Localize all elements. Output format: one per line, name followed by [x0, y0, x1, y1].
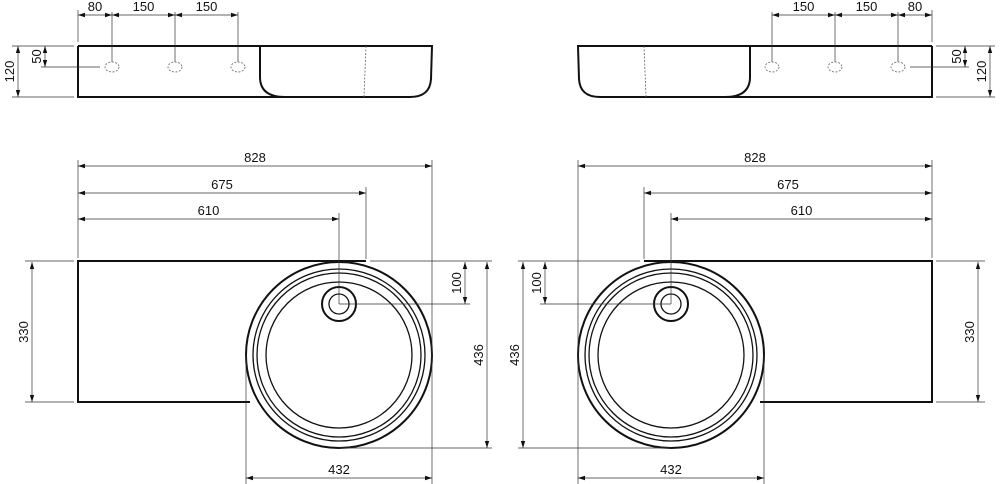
dimension-arrow: [112, 12, 119, 18]
plan-view-left: 828 675 610 330 100 436 432: [16, 150, 492, 484]
dimension-arrow: [542, 297, 548, 304]
dimension-arrow: [78, 12, 85, 18]
dimension-arrow: [925, 163, 932, 169]
dimension-arrow: [975, 395, 981, 402]
dimension-label: 330: [962, 321, 977, 343]
dimension-arrow: [925, 190, 932, 196]
dimension-arrow: [359, 190, 366, 196]
dimension-arrow: [78, 190, 85, 196]
tap-hole: [104, 61, 120, 73]
tap-hole: [230, 61, 246, 73]
dimension-label: 50: [949, 49, 964, 63]
dimension-arrow: [29, 395, 35, 402]
dimension-arrow: [987, 90, 993, 97]
dimension-arrow: [462, 262, 468, 269]
tap-hole: [890, 61, 906, 73]
dimension-label: 120: [2, 61, 17, 83]
dimension-arrow: [425, 475, 432, 481]
dimension-arrow: [898, 12, 905, 18]
dimension-label: 675: [211, 177, 233, 192]
dimension-arrow: [231, 12, 238, 18]
dimension-arrow: [925, 12, 932, 18]
dimension-arrow: [671, 216, 678, 222]
dimension-arrow: [42, 46, 48, 53]
dimension-label: 436: [507, 344, 522, 366]
dimension-arrow: [644, 190, 651, 196]
dimension-arrow: [105, 12, 112, 18]
basin-side-outline: [77, 45, 434, 98]
dimension-arrow: [578, 475, 585, 481]
dimension-label: 80: [908, 0, 922, 14]
dimension-label: 610: [198, 203, 220, 218]
dimension-arrow: [987, 46, 993, 53]
dimension-label: 828: [744, 150, 766, 165]
dimension-arrow: [962, 60, 968, 67]
hidden-edge-line: [363, 45, 367, 98]
dimension-arrow: [29, 262, 35, 269]
dimension-arrow: [168, 12, 175, 18]
dimension-label: 100: [449, 272, 464, 294]
dimension-arrow: [520, 262, 526, 269]
dimension-label: 50: [29, 49, 44, 63]
basin-side-outline: [576, 45, 933, 98]
dimension-arrow: [757, 475, 764, 481]
dimension-arrow: [42, 60, 48, 67]
dimension-arrow: [175, 12, 182, 18]
dimension-label: 150: [856, 0, 878, 14]
dimension-label: 432: [660, 462, 682, 477]
dimension-label: 120: [974, 61, 989, 83]
dimension-arrow: [891, 12, 898, 18]
tap-hole: [764, 61, 780, 73]
dimension-arrow: [484, 441, 490, 448]
tap-hole: [167, 61, 183, 73]
dimension-arrow: [15, 90, 21, 97]
dimension-label: 432: [328, 462, 350, 477]
dimension-label: 150: [133, 0, 155, 14]
dimension-arrow: [772, 12, 779, 18]
elevation-view-left: 80 150 150 50 120: [2, 0, 434, 98]
dimension-arrow: [78, 216, 85, 222]
dimension-label: 150: [793, 0, 815, 14]
dimension-arrow: [925, 216, 932, 222]
dimension-arrow: [246, 475, 253, 481]
dimension-label: 610: [791, 203, 813, 218]
dimension-label: 150: [196, 0, 218, 14]
plan-view-right: 828 675 610 330 100 436 432: [507, 150, 985, 484]
dimension-arrow: [15, 46, 21, 53]
dimension-arrow: [520, 441, 526, 448]
elevation-view-right: 80 150 150 50 120: [576, 0, 995, 98]
countertop-outline: [644, 260, 933, 403]
dimension-arrow: [975, 262, 981, 269]
dimension-label: 675: [777, 177, 799, 192]
dimension-arrow: [962, 46, 968, 53]
dimension-arrow: [425, 163, 432, 169]
hidden-edge-line: [643, 45, 647, 98]
dimension-arrow: [78, 163, 85, 169]
dimension-label: 828: [244, 150, 266, 165]
dimension-arrow: [835, 12, 842, 18]
dimension-label: 100: [529, 272, 544, 294]
tap-hole: [827, 61, 843, 73]
dimension-arrow: [484, 262, 490, 269]
dimension-arrow: [332, 216, 339, 222]
dimension-arrow: [542, 262, 548, 269]
countertop-outline: [77, 260, 366, 403]
dimension-arrow: [828, 12, 835, 18]
dimension-label: 436: [471, 344, 486, 366]
dimension-arrow: [578, 163, 585, 169]
dimension-arrow: [462, 297, 468, 304]
dimension-label: 80: [88, 0, 102, 14]
dimension-label: 330: [16, 321, 31, 343]
